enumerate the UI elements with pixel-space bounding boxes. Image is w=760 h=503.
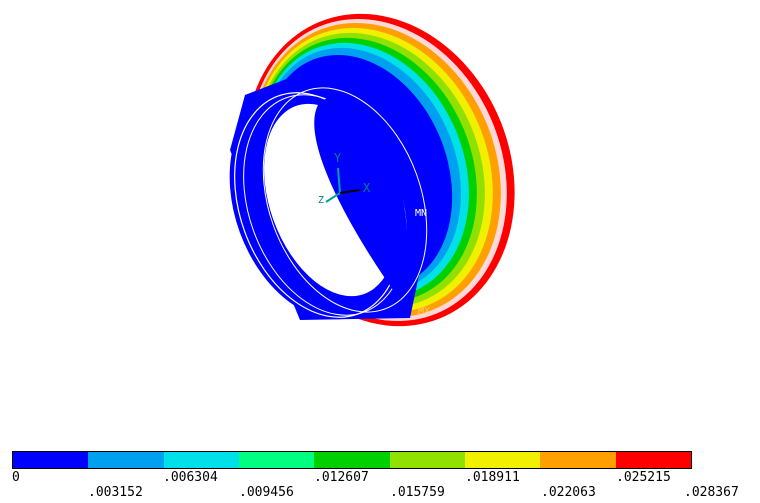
bore-inner-wall <box>314 95 408 300</box>
legend-color-segment <box>238 452 315 468</box>
legend-color-segment <box>163 452 239 468</box>
legend-color-segment <box>464 452 541 468</box>
legend-label: .009456 <box>239 485 294 500</box>
max-marker-label: MX <box>418 306 430 317</box>
ring-edge-line-3 <box>262 87 428 313</box>
min-marker-label: MN <box>415 208 427 219</box>
legend-label: .003152 <box>88 485 143 500</box>
cylinder-front-ring <box>229 87 428 320</box>
legend-label: 0 <box>12 470 20 485</box>
legend-label: .022063 <box>541 485 596 500</box>
legend-label: .006304 <box>163 470 218 485</box>
legend-color-segment <box>615 452 691 468</box>
coordinate-triad: Y X Z <box>318 151 371 206</box>
contour-legend-bar <box>12 451 692 469</box>
legend-color-segment <box>13 452 89 468</box>
legend-color-segment <box>314 452 390 468</box>
legend-color-segment <box>88 452 164 468</box>
legend-label: .025215 <box>616 470 671 485</box>
legend-label: .018911 <box>465 470 520 485</box>
legend-color-segment <box>389 452 465 468</box>
legend-label: .012607 <box>314 470 369 485</box>
legend-label: .015759 <box>390 485 445 500</box>
triad-x-label: X <box>363 181 371 195</box>
triad-y-label: Y <box>334 151 342 165</box>
triad-z-label: Z <box>318 195 324 206</box>
legend-color-segment <box>540 452 616 468</box>
legend-label: .028367 <box>684 485 739 500</box>
